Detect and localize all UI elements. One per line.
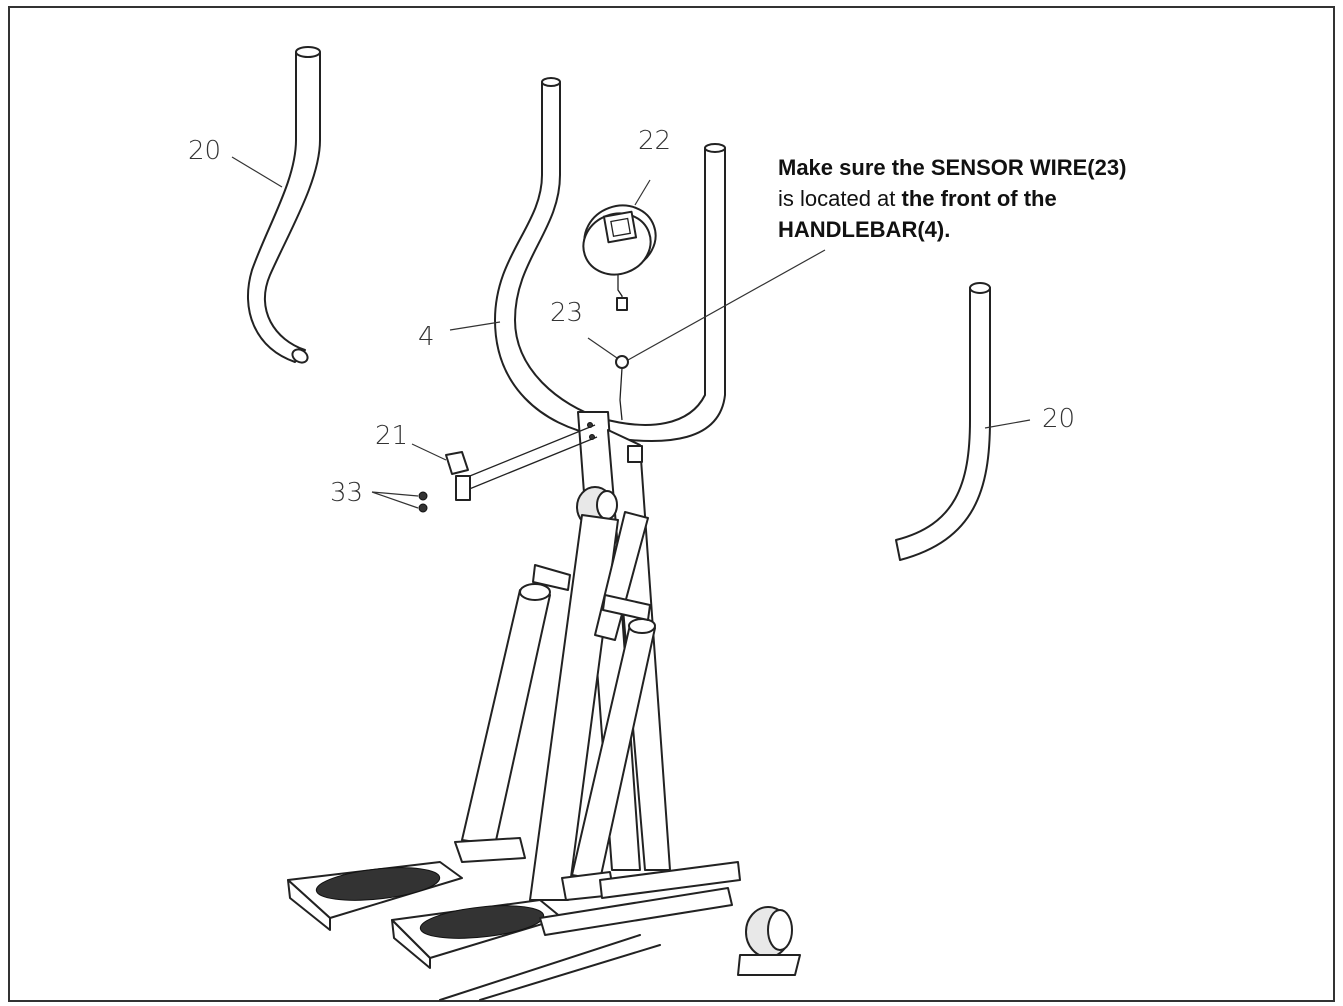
note-line-2-regular: is located at	[778, 186, 902, 211]
note-line-2-bold: the front of the	[901, 186, 1057, 211]
computer-console	[582, 204, 657, 311]
leader-note	[627, 249, 826, 361]
leader-tube-right	[984, 419, 1031, 429]
left-handle-tube	[247, 46, 321, 364]
left-cylinder	[461, 564, 571, 846]
leader-tube-left	[231, 156, 283, 188]
instruction-note: Make sure the SENSOR WIRE(23) is located…	[778, 152, 1126, 245]
diagram-frame	[8, 6, 1335, 1002]
note-line-2: is located at the front of the	[778, 183, 1126, 214]
leader-screws	[371, 491, 419, 509]
note-line-3: HANDLEBAR(4).	[778, 217, 951, 242]
bracket-assembly	[445, 422, 598, 501]
callout-left-tube: 20	[188, 136, 222, 166]
callout-right-tube: 20	[1042, 404, 1076, 434]
left-pedal	[287, 837, 526, 931]
note-line-1: Make sure the SENSOR WIRE(23)	[778, 155, 1127, 180]
sensor-wire	[615, 355, 629, 421]
callout-screws: 33	[330, 478, 364, 508]
screws	[418, 491, 428, 513]
leader-handlebar	[449, 321, 501, 331]
leader-computer	[634, 179, 651, 206]
callout-bracket: 21	[375, 421, 409, 451]
right-handle-tube	[895, 282, 991, 561]
handlebar	[494, 77, 726, 442]
base-frame	[439, 861, 801, 1001]
callout-sensor-wire: 23	[550, 298, 584, 328]
leader-sensor-wire	[587, 337, 618, 359]
callout-handlebar: 4	[418, 322, 435, 352]
callout-computer: 22	[638, 126, 672, 156]
leader-bracket	[411, 443, 447, 461]
